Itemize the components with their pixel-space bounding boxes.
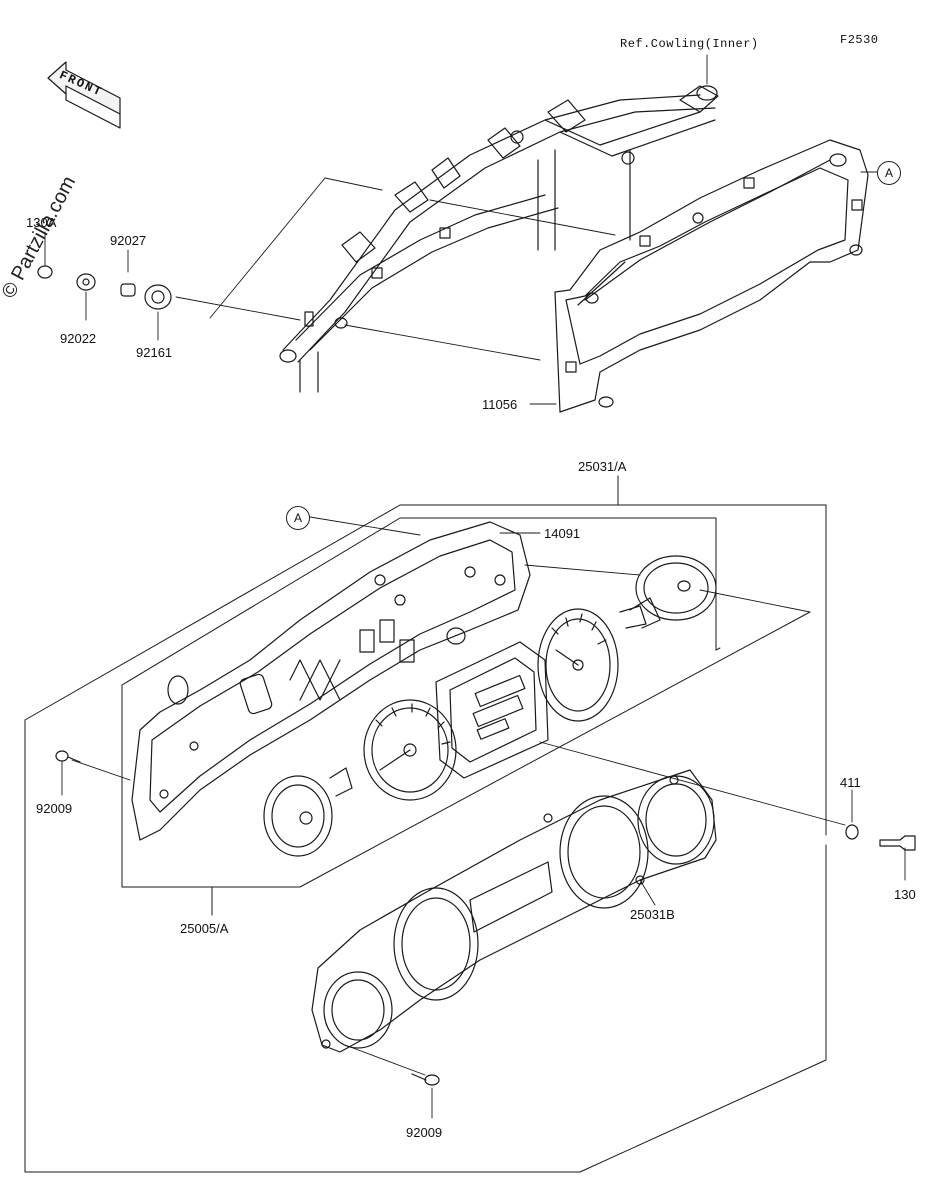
front-arrow-icon bbox=[47, 61, 121, 129]
meter-cover bbox=[311, 769, 717, 1053]
figure-code: F2530 bbox=[840, 33, 879, 47]
part-label-411[interactable]: 411 bbox=[840, 775, 861, 790]
lower-fasteners bbox=[55, 750, 916, 1086]
main-gauges bbox=[363, 608, 619, 801]
part-label-92027[interactable]: 92027 bbox=[110, 233, 147, 248]
part-label-25005A[interactable]: 25005/A bbox=[180, 921, 229, 936]
part-label-92022[interactable]: 92022 bbox=[60, 331, 97, 346]
callout-a-top: A bbox=[877, 161, 901, 185]
part-label-92009-left[interactable]: 92009 bbox=[36, 801, 73, 816]
part-label-11056[interactable]: 11056 bbox=[482, 397, 518, 412]
part-label-25031A[interactable]: 25031/A bbox=[578, 459, 627, 474]
assembly-group-outline bbox=[24, 475, 827, 1173]
part-label-130A[interactable]: 130A bbox=[26, 215, 57, 230]
cowling-inner-panel bbox=[554, 139, 869, 413]
part-label-14091[interactable]: 14091 bbox=[544, 526, 581, 541]
reference-note: Ref.Cowling(Inner) bbox=[620, 37, 759, 51]
part-label-92009-bottom[interactable]: 92009 bbox=[406, 1125, 443, 1140]
lower-leader-lines bbox=[61, 516, 906, 1119]
cowling-stay-frame bbox=[279, 85, 719, 393]
upper-small-hardware bbox=[37, 265, 172, 310]
part-label-92161[interactable]: 92161 bbox=[136, 345, 173, 360]
meter-housing bbox=[131, 521, 531, 841]
upper-leader-lines bbox=[44, 54, 881, 405]
small-gauges bbox=[263, 555, 717, 857]
part-label-25031B[interactable]: 25031B bbox=[630, 907, 675, 922]
part-label-130[interactable]: 130 bbox=[894, 887, 916, 902]
callout-a-lower: A bbox=[286, 506, 310, 530]
